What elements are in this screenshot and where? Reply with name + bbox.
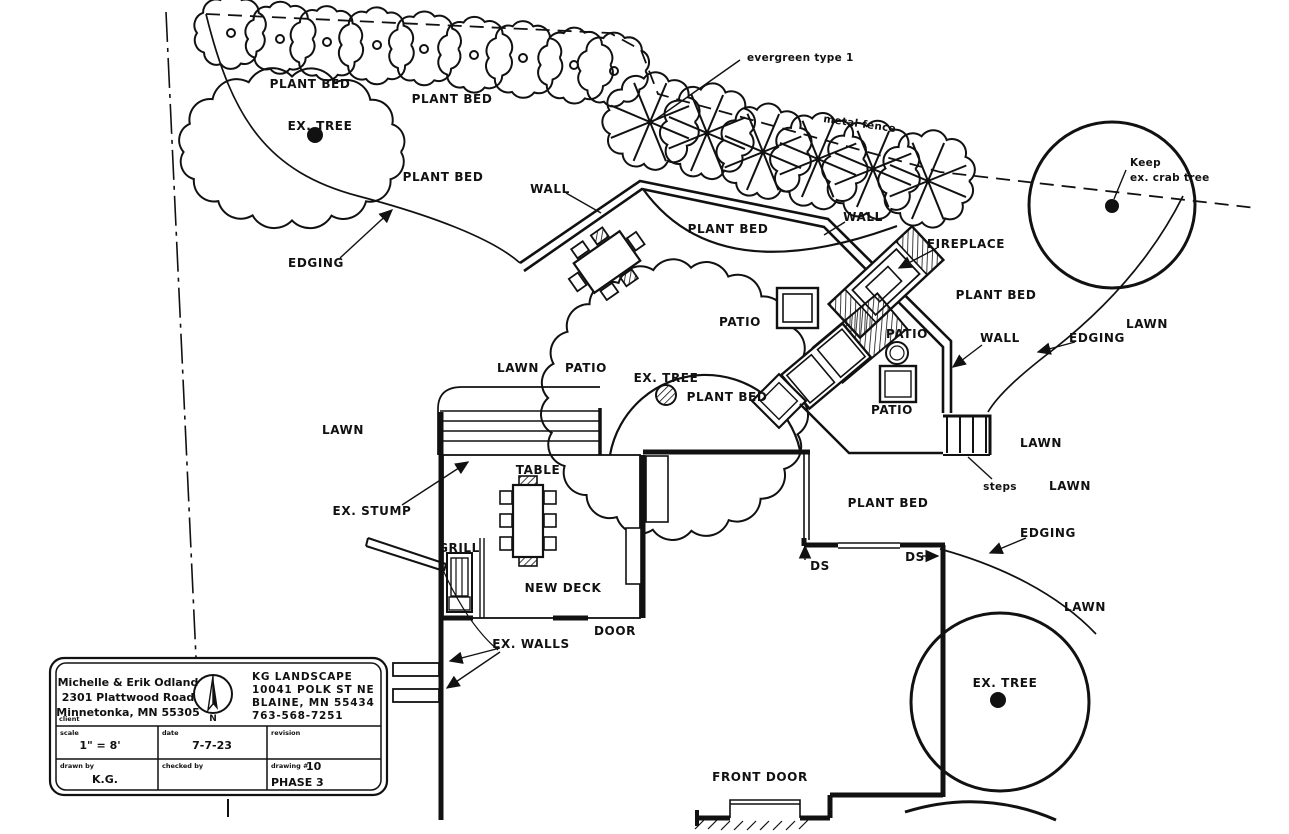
front-stoop — [729, 799, 801, 818]
client-tag: client — [59, 715, 79, 723]
label-new-deck: NEW DECK — [525, 581, 602, 595]
label-keep-crab-tree: Keep — [1130, 157, 1161, 169]
label-table: TABLE — [516, 463, 561, 477]
ex-tree-hatched — [655, 384, 677, 406]
metal-fence-line — [205, 13, 1257, 209]
label-ex-tree: EX. TREE — [634, 371, 699, 385]
label-plant-bed: PLANT BED — [688, 222, 769, 236]
client-address1: 2301 Plattwood Road — [62, 691, 195, 704]
label-patio: PATIO — [871, 403, 913, 417]
label-ex-tree: EX. TREE — [288, 119, 353, 133]
label-wall: WALL — [980, 331, 1020, 345]
label-wall: WALL — [843, 210, 883, 224]
label-lawn: LAWN — [1020, 436, 1062, 450]
label-downspout: DS — [905, 550, 925, 564]
ex-tree-canopy-south — [909, 611, 1091, 793]
label-patio: PATIO — [886, 327, 928, 341]
edging-curves — [205, 13, 1184, 635]
label-lawn: LAWN — [322, 423, 364, 437]
label-plant-bed: PLANT BED — [270, 77, 351, 91]
ex-tree-dot-northwest — [307, 127, 323, 143]
label-ex-walls: EX. WALLS — [492, 637, 570, 651]
label-fireplace: FIREPLACE — [927, 237, 1005, 251]
north-arrow: N — [193, 674, 233, 724]
northwest-steps — [437, 386, 602, 455]
date-tag: date — [162, 729, 179, 737]
tree-arc-bottom — [904, 800, 1057, 822]
label-ex-tree: EX. TREE — [973, 676, 1038, 690]
crab-tree-canopy — [1027, 120, 1197, 290]
existing-walls — [365, 537, 499, 703]
company-address2: BLAINE, MN 55434 — [252, 697, 375, 709]
checked-by-tag: checked by — [162, 762, 204, 770]
crab-tree-dot — [1105, 199, 1119, 213]
label-steps: steps — [983, 481, 1017, 493]
north-label: N — [209, 714, 217, 724]
label-plant-bed: PLANT BED — [403, 170, 484, 184]
revision-tag: revision — [271, 729, 301, 737]
drawing-no-tag: drawing # — [271, 762, 308, 770]
label-lawn: LAWN — [1064, 600, 1106, 614]
label-plant-bed: PLANT BED — [412, 92, 493, 106]
label-keep-crab-tree: ex. crab tree — [1130, 172, 1210, 184]
label-edging: EDGING — [1020, 526, 1076, 540]
label-edging: EDGING — [1069, 331, 1125, 345]
loveseat — [779, 321, 873, 411]
label-lawn: LAWN — [1049, 479, 1091, 493]
client-address2: Minnetonka, MN 55305 — [56, 706, 199, 719]
drawn-by-tag: drawn by — [60, 762, 95, 770]
label-evergreen-type: evergreen type 1 — [747, 52, 854, 64]
label-metal-fence: metal fence — [823, 113, 897, 135]
label-plant-bed: PLANT BED — [848, 496, 929, 510]
label-patio: PATIO — [565, 361, 607, 375]
retaining-wall — [519, 179, 953, 413]
label-grill: GRILL — [438, 541, 480, 555]
label-plant-bed: PLANT BED — [956, 288, 1037, 302]
patio-south-edge — [799, 403, 992, 456]
client-name: Michelle & Erik Odland — [58, 676, 199, 689]
property-line — [165, 11, 197, 659]
label-door: DOOR — [594, 624, 636, 638]
plant-bed-cloud-northwest — [178, 67, 406, 230]
label-patio: PATIO — [719, 315, 761, 329]
ex-tree-dot-south — [990, 692, 1006, 708]
company-phone: 763-568-7251 — [252, 710, 343, 722]
label-front-door: FRONT DOOR — [712, 770, 808, 784]
scale-value: 1" = 8' — [79, 739, 120, 752]
plant-bed-dome-north — [642, 188, 898, 253]
label-lawn: LAWN — [497, 361, 539, 375]
label-downspout: DS — [810, 559, 830, 573]
evergreen-row — [601, 71, 976, 229]
leaders — [339, 59, 1127, 689]
label-wall: WALL — [530, 182, 570, 196]
title-block: N client Michelle & Erik Odland 2301 Pla… — [48, 656, 389, 817]
company-address1: 10041 POLK ST NE — [252, 684, 374, 696]
lounge-chair — [750, 372, 808, 430]
phase-value: PHASE 3 — [271, 776, 324, 789]
house-outline — [438, 412, 946, 831]
drawing-no-value: 10 — [306, 760, 322, 773]
shrub-row — [193, 0, 650, 108]
label-ex-stump: EX. STUMP — [333, 504, 412, 518]
label-edging: EDGING — [288, 256, 344, 270]
wall-hatching — [694, 819, 809, 831]
date-value: 7-7-23 — [192, 739, 232, 752]
drawn-by-value: K.G. — [92, 773, 118, 786]
bay-window — [645, 455, 669, 523]
company-name: KG LANDSCAPE — [252, 671, 353, 683]
patio-tree-cloud — [539, 258, 812, 541]
patio-furniture — [750, 286, 918, 430]
deck-window — [625, 527, 642, 585]
label-lawn: LAWN — [1126, 317, 1168, 331]
label-plant-bed: PLANT BED — [687, 390, 768, 404]
patio-dining-table — [567, 226, 646, 302]
scale-tag: scale — [60, 729, 79, 737]
deck-table — [499, 475, 557, 567]
grill-unit — [446, 538, 485, 618]
trees — [307, 120, 1197, 822]
